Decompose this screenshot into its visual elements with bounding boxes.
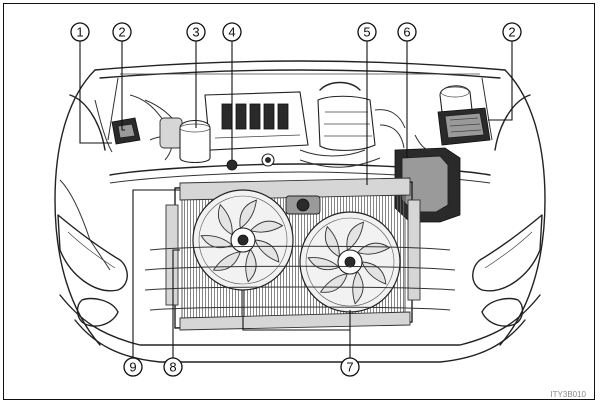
callout-5: 5	[357, 22, 377, 42]
callout-7: 7	[340, 357, 360, 377]
oil-filler-cap	[226, 153, 275, 171]
fan-blade	[254, 239, 280, 263]
callout-4-label: 4	[228, 25, 235, 40]
callout-3-label: 3	[192, 25, 199, 40]
fan-blade	[200, 235, 234, 249]
leader-lines	[79, 41, 513, 358]
callout-8-label: 8	[169, 360, 176, 375]
callout-6: 6	[397, 22, 417, 42]
callout-8: 8	[163, 357, 183, 377]
callout-1-label: 1	[76, 25, 83, 40]
fan-blade	[245, 248, 257, 283]
callout-2-right-label: 2	[508, 25, 515, 40]
callout-2-left-label: 2	[118, 25, 125, 40]
engine-cover	[204, 91, 309, 151]
fan-blade	[324, 225, 340, 258]
figure-code: ITY3B010	[550, 390, 586, 399]
callout-3: 3	[186, 22, 206, 42]
callout-6-label: 6	[403, 25, 410, 40]
callout-9-label: 9	[129, 360, 136, 375]
callout-1: 1	[70, 22, 90, 42]
callout-4: 4	[222, 22, 242, 42]
fan-blade	[239, 199, 257, 230]
callout-7-label: 7	[346, 360, 353, 375]
callout-2-right: 2	[502, 22, 522, 42]
cooling-fan-left	[192, 189, 294, 291]
cooling-fan-right	[299, 211, 401, 313]
left-bay-components	[94, 94, 211, 164]
hood	[94, 60, 506, 141]
fan-blade	[361, 261, 387, 285]
fan-blade	[212, 251, 241, 271]
fan-blade	[249, 220, 284, 233]
intake-and-hoses	[299, 81, 406, 168]
fan-blade	[356, 242, 391, 255]
fan-blade	[217, 203, 233, 236]
callout-5-label: 5	[363, 25, 370, 40]
figure-frame	[3, 3, 595, 400]
fan-blade	[319, 273, 348, 293]
callout-9: 9	[123, 357, 143, 377]
fan-blade	[346, 221, 364, 252]
callout-2-left: 2	[112, 22, 132, 42]
